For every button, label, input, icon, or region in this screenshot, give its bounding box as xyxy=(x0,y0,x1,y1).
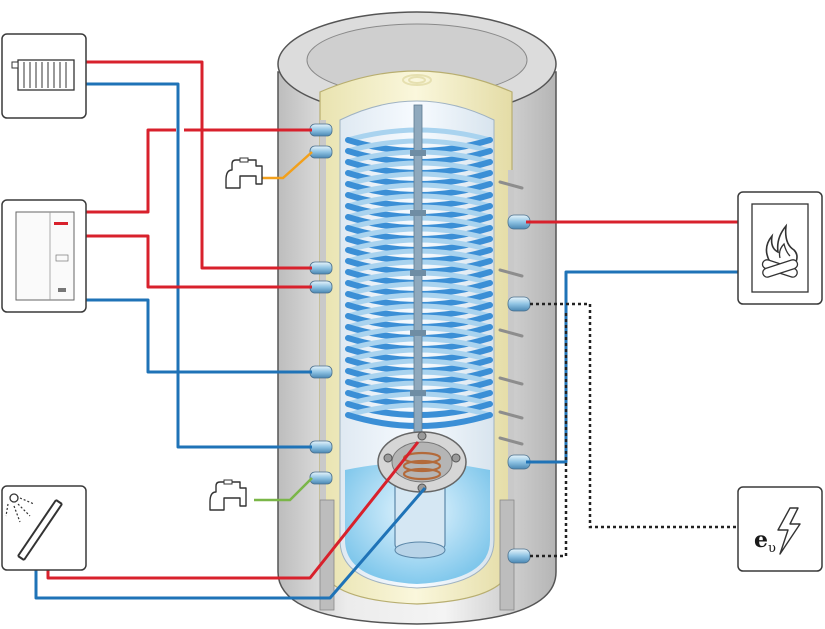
heatpump-flow-pipe-c xyxy=(86,234,312,289)
heatpump-flow-pipe-a xyxy=(86,128,176,214)
solar-collector-icon xyxy=(5,493,63,561)
pipe-connection-port xyxy=(309,471,333,485)
faucet-icon xyxy=(225,157,263,189)
pipe-connection-port xyxy=(309,440,333,454)
sensor-well xyxy=(498,268,524,278)
cold-inlet-pipe xyxy=(254,477,313,502)
electric-cable-a xyxy=(530,302,738,529)
wood-stove-icon xyxy=(751,203,809,293)
sensor-well xyxy=(498,180,524,190)
radiator-box xyxy=(1,33,87,119)
electric-label-main: e xyxy=(754,527,768,553)
heat-pump-unit-icon xyxy=(15,211,75,301)
sensor-well xyxy=(498,410,524,420)
radiator-flow-pipe xyxy=(86,60,312,270)
stove-return-pipe xyxy=(526,270,740,464)
wood-stove-box xyxy=(737,191,823,305)
sensor-well xyxy=(498,328,524,338)
sensor-wells xyxy=(498,180,524,446)
pipe-connection-port xyxy=(309,145,333,159)
heat-pump-box xyxy=(1,199,87,313)
heatpump-return-pipe xyxy=(86,298,312,374)
flow-swirl-icon xyxy=(402,74,432,86)
radiator-icon xyxy=(11,59,75,91)
radiator-return-pipe xyxy=(86,82,312,449)
electric-cable-b xyxy=(530,310,568,558)
electric-heater-icon: e υ xyxy=(754,507,801,556)
pipe-connection-port xyxy=(507,548,531,564)
electric-heater-box: e υ xyxy=(737,486,823,572)
pipe-connection-port xyxy=(309,261,333,275)
solar-heat-exchanger xyxy=(377,431,467,559)
sensor-well xyxy=(498,376,524,386)
hot-water-outlet-pipe xyxy=(262,151,313,180)
pipe-connection-port xyxy=(309,365,333,379)
solar-collector-box xyxy=(1,485,87,571)
pipe-connection-port xyxy=(309,123,333,137)
pipe-connection-port xyxy=(309,280,333,294)
sensor-well xyxy=(498,436,524,446)
pipe-connection-port xyxy=(507,296,531,312)
electric-label-sub: υ xyxy=(768,541,776,556)
faucet-icon xyxy=(209,479,247,511)
